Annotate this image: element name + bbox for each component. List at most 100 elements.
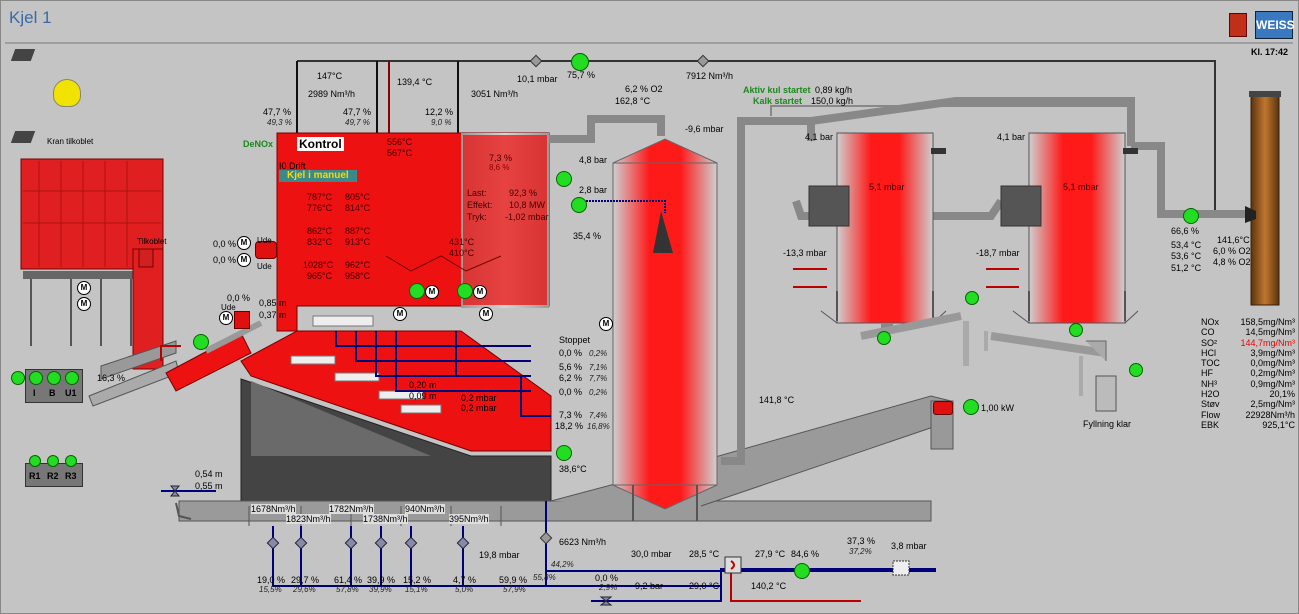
damper-setpoint: 37,2% xyxy=(849,547,872,556)
filter-pressure: 4,1 bar xyxy=(997,132,1026,142)
button-b[interactable]: B xyxy=(49,388,56,398)
emission-name: CO xyxy=(1201,327,1215,338)
pressure-reading: -18,7 mbar xyxy=(976,248,1020,258)
pump-speed: 35,4 % xyxy=(573,231,602,241)
fan-icon[interactable] xyxy=(29,371,43,385)
fan-icon[interactable] xyxy=(47,371,61,385)
motor-icon[interactable]: M xyxy=(77,297,91,311)
fan-icon[interactable] xyxy=(457,283,473,299)
fan-icon[interactable] xyxy=(571,197,587,213)
furnace-temp: 431°C xyxy=(449,237,475,247)
flue-temp: 147°C xyxy=(317,71,343,81)
fan-icon[interactable] xyxy=(556,171,572,187)
emission-value: 0,2mg/Nm³ xyxy=(1250,368,1295,379)
button-r3[interactable]: R3 xyxy=(65,471,77,481)
fan-icon[interactable] xyxy=(556,445,572,461)
button-r2[interactable]: R2 xyxy=(47,471,59,481)
fan-icon[interactable] xyxy=(1069,323,1083,337)
fan-speed: 84,6 % xyxy=(791,549,820,559)
fan-icon[interactable] xyxy=(794,563,810,579)
motor-icon[interactable] xyxy=(933,401,953,415)
damper-setpoint: 49,7 % xyxy=(345,118,370,127)
fan-icon[interactable] xyxy=(963,399,979,415)
fan-icon[interactable] xyxy=(11,371,25,385)
tilkoblet-label: Tilkoblet xyxy=(137,237,167,246)
damper-position: 0,0 % xyxy=(227,293,251,303)
temp-reading: 53,4 °C xyxy=(1171,240,1202,250)
level-reading: 0,37 m xyxy=(259,310,287,320)
motor-icon[interactable]: M xyxy=(425,285,439,299)
fan-icon[interactable] xyxy=(1129,363,1143,377)
motor-icon[interactable]: M xyxy=(599,317,613,331)
motor-icon[interactable]: M xyxy=(479,307,493,321)
power-reading: 1,00 kW xyxy=(981,403,1015,413)
motor-icon[interactable]: M xyxy=(473,285,487,299)
fan-icon[interactable] xyxy=(65,371,79,385)
zone-damper: 0,0 % xyxy=(559,387,583,397)
level-reading: 0,54 m xyxy=(195,469,223,479)
activated-carbon-dose: 0,89 kg/h xyxy=(815,85,853,95)
motor-icon[interactable] xyxy=(234,311,250,329)
kontrol-button[interactable]: Kontrol xyxy=(297,137,344,151)
button-r1[interactable]: R1 xyxy=(29,471,41,481)
o2-reading: 6,0 % O2 xyxy=(1213,246,1251,256)
feeder-speed: 16,3 % xyxy=(97,373,126,383)
pressure-reading: 0,2 mbar xyxy=(461,393,497,403)
air-damper-set: 44,2% xyxy=(551,560,574,569)
o2-box-setpoint: 8,6 % xyxy=(489,163,510,172)
damper-position: 0,0 % xyxy=(213,255,237,265)
motor-icon[interactable]: M xyxy=(237,236,251,250)
fan-icon[interactable] xyxy=(193,334,209,350)
valve-position: 0,0 % xyxy=(595,573,619,583)
emission-row: EBK 925,1°C xyxy=(1201,420,1295,430)
motor-icon[interactable] xyxy=(255,241,277,259)
button-i[interactable]: I xyxy=(33,388,36,398)
fan-icon[interactable] xyxy=(1183,208,1199,224)
fyllning-klar-label: Fyllning klar xyxy=(1083,419,1132,429)
emission-value: 3,9mg/Nm³ xyxy=(1250,347,1295,358)
pressure-reading: 9,2 bar xyxy=(635,581,664,591)
flow-reading: 1782Nm³/h xyxy=(329,504,374,514)
ude-label: Ude xyxy=(257,262,272,271)
motor-icon[interactable]: M xyxy=(219,311,233,325)
furnace-temp: 962°C xyxy=(345,260,371,270)
fan-icon[interactable] xyxy=(29,455,41,467)
fan-icon[interactable] xyxy=(409,283,425,299)
kjel-manuel-status[interactable]: Kjel i manuel xyxy=(279,170,357,182)
book-icon[interactable] xyxy=(1229,13,1247,37)
temp-reading: 28,5 °C xyxy=(689,549,720,559)
weiss-logo[interactable]: WEISS xyxy=(1255,11,1295,39)
emission-value: 158,5mg/Nm³ xyxy=(1240,317,1295,327)
button-u1[interactable]: U1 xyxy=(65,388,77,398)
fan-icon[interactable] xyxy=(965,291,979,305)
fan-icon[interactable] xyxy=(877,331,891,345)
temp-reading: 29,0 °C xyxy=(689,581,720,591)
emission-name: EBK xyxy=(1201,419,1220,430)
temp-reading: 27,9 °C xyxy=(755,549,786,559)
air-damper: 15,2 % xyxy=(403,575,432,585)
emission-value: 0,9mg/Nm³ xyxy=(1250,378,1295,389)
temp-reading: 38,6°C xyxy=(559,464,587,474)
motor-icon[interactable]: M xyxy=(237,253,251,267)
air-damper: 19,0 % xyxy=(257,575,286,585)
motor-icon[interactable]: M xyxy=(393,307,407,321)
emission-name: HF xyxy=(1201,368,1213,379)
zone-damper-set: 16,8% xyxy=(587,422,610,431)
aktiv-kul-status: Aktiv kul startet xyxy=(743,85,811,95)
furnace-temp: 805°C xyxy=(345,192,371,202)
motor-icon[interactable]: M xyxy=(77,281,91,295)
furnace-temp: 567°C xyxy=(387,148,413,158)
kran-tilkoblet-label: Kran tilkoblet xyxy=(47,137,94,146)
fan-icon[interactable] xyxy=(65,455,77,467)
fan-icon[interactable] xyxy=(571,53,589,71)
fan-icon[interactable] xyxy=(47,455,59,467)
tryk-label: Tryk: xyxy=(467,212,487,222)
emission-value: 925,1°C xyxy=(1262,419,1295,430)
pressure-reading: 2,8 bar xyxy=(579,185,608,195)
furnace-temp: 410°C xyxy=(449,248,475,258)
air-fan-speed: 59,9 % xyxy=(499,575,528,585)
